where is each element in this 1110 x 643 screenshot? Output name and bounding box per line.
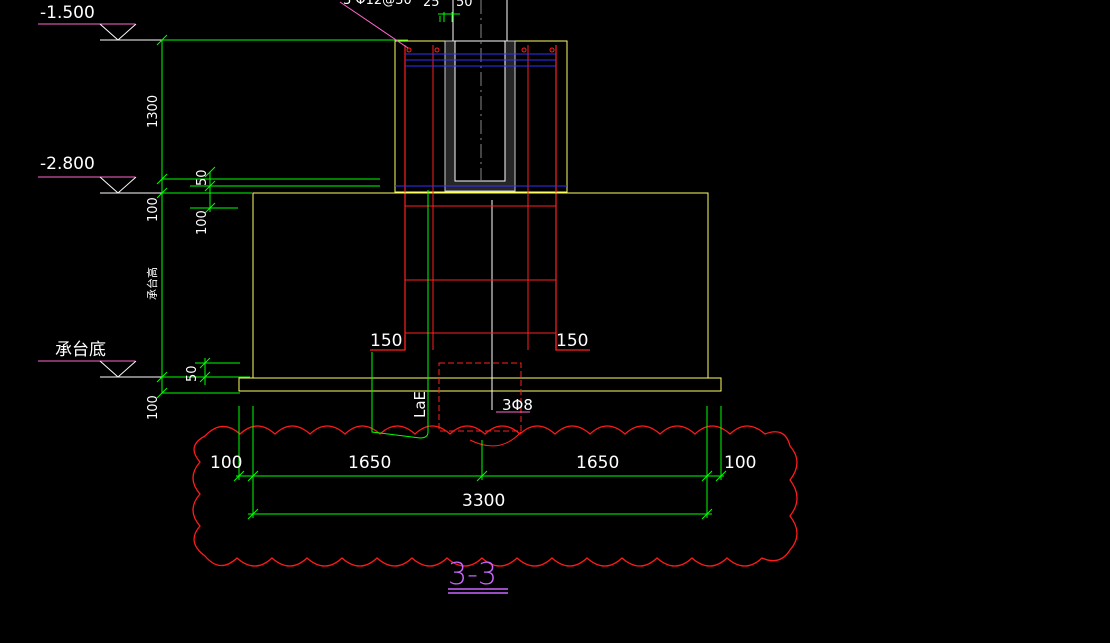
anchorage-label: LaE: [411, 391, 429, 418]
dim-50-upper: 50: [195, 169, 210, 186]
elevation-label-top: -1.500: [40, 3, 95, 23]
hdim-left-edge: 100: [210, 453, 242, 473]
section-title: 3-3: [448, 557, 497, 592]
vertical-dimension-chain: [156, 34, 408, 399]
hdim-left-half: 1650: [348, 453, 391, 473]
vertical-dimension-texts: 1300 100 承台高 100 50 100 50: [145, 95, 210, 420]
dowel-label: 3Φ8: [502, 396, 533, 414]
dim-50-lower: 50: [185, 365, 200, 382]
hdim-right-half: 1650: [576, 453, 619, 473]
dim-100-upper: 100: [146, 197, 161, 222]
elevation-marker-bottom: 承台底: [38, 340, 165, 378]
dim-100-lower: 100: [146, 395, 161, 420]
pedestal: [339, 0, 568, 350]
dim-100-side: 100: [195, 210, 210, 235]
top-dim-25: 25: [423, 0, 440, 10]
elevation-label-bottom: 承台底: [55, 340, 106, 360]
dim-cap-height: 承台高: [145, 267, 159, 300]
section-title-underline: [448, 588, 508, 594]
top-dim-50: 50: [456, 0, 473, 10]
hdim-right-edge: 100: [724, 453, 756, 473]
revision-cloud: [192, 425, 798, 567]
pedestal-rebar-note: 3 Φ12@30: [343, 0, 412, 8]
dim-1300: 1300: [146, 95, 161, 128]
hook-label-right: 150: [556, 331, 588, 351]
hdim-total: 3300: [462, 491, 505, 511]
elevation-marker-top: -1.500: [38, 3, 165, 41]
hook-label-left: 150: [370, 331, 402, 351]
pile-cap: [238, 190, 722, 447]
elevation-label-mid: -2.800: [40, 154, 95, 174]
horizontal-dimension-lines: [233, 406, 727, 520]
elevation-marker-mid: -2.800: [38, 154, 165, 194]
